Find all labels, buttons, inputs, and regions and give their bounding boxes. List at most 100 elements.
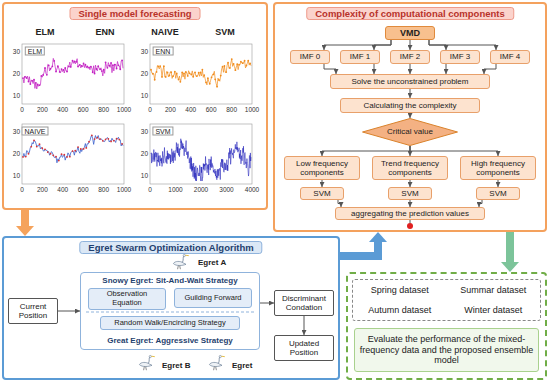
data-point: [178, 79, 180, 81]
axis-tick: 3000: [219, 187, 233, 194]
egret-body: [209, 362, 222, 366]
data-point: [99, 138, 101, 140]
axis-tick: 0: [20, 187, 24, 194]
data-point: [183, 73, 185, 75]
axis-tick: 4000: [245, 187, 259, 194]
axis-tick: 400: [57, 187, 68, 194]
data-point: [118, 139, 120, 141]
connector: [324, 64, 336, 74]
connector: [484, 64, 496, 74]
data-point: [240, 61, 242, 63]
data-point: [116, 68, 118, 70]
flow-arrow: [21, 210, 29, 226]
component-box: IMF 2: [390, 50, 430, 64]
egret-label: Egret: [232, 362, 252, 370]
data-point: [33, 79, 35, 81]
decision-diamond: Critical value: [362, 118, 458, 146]
data-point: [218, 79, 220, 81]
axis-tick: 30: [13, 49, 20, 56]
model-box: SVM: [476, 187, 520, 200]
strategy-box: Observation Equation: [88, 288, 166, 310]
data-point: [170, 71, 172, 73]
panel: Complexity of computational componentsVM…: [273, 2, 547, 232]
output-stub: [410, 220, 411, 224]
data-point: [85, 147, 87, 149]
connector: [498, 180, 499, 187]
data-point: [44, 67, 46, 69]
data-point: [216, 86, 218, 88]
axis-tick: 800: [226, 107, 237, 114]
data-point: [244, 60, 246, 62]
plot-title: NAIVE: [21, 127, 48, 136]
panel-text: Single model forecasting: [70, 7, 201, 20]
node-text: Discriminant Condation: [277, 294, 331, 312]
data-point: [33, 139, 35, 141]
data-point: [168, 75, 170, 77]
panel-text: Egret Swarm Optimization Algorithm: [79, 241, 262, 254]
process-box: Calculating the complexity: [340, 98, 480, 113]
egret-label: Egret B: [162, 362, 190, 370]
data-point: [26, 77, 28, 79]
diamond-shape: [363, 119, 458, 146]
data-point: [88, 67, 90, 69]
data-point: [107, 138, 109, 140]
data-point: [81, 65, 83, 67]
data-point: [207, 77, 209, 79]
data-point: [157, 66, 159, 68]
data-point: [22, 77, 24, 79]
data-point: [57, 65, 59, 67]
axis-tick: 1000: [117, 107, 131, 114]
node-text: Low frequency components: [287, 159, 357, 177]
egret-neck: [149, 357, 150, 363]
node-text: IMF 0: [300, 52, 320, 61]
data-point: [61, 68, 63, 70]
data-point: [116, 138, 118, 140]
data-point: [235, 69, 237, 71]
data-point: [42, 74, 44, 76]
model-name: NAIVE: [151, 28, 179, 37]
connector: [338, 200, 341, 207]
data-point: [229, 67, 231, 69]
node-text: Guilding Forward: [184, 294, 241, 303]
data-point: [212, 73, 214, 75]
plot-title: ENN: [153, 47, 174, 56]
forecast-line: [23, 58, 123, 89]
data-point: [165, 76, 167, 78]
data-point: [48, 64, 50, 66]
plot-title: SVM: [152, 127, 173, 136]
data-point: [201, 69, 203, 71]
data-point: [28, 153, 30, 155]
process-box: VMD: [385, 26, 435, 40]
output-dot: [407, 223, 413, 229]
data-point: [181, 72, 183, 74]
data-point: [94, 138, 96, 140]
data-point: [36, 146, 38, 148]
state-box: Updated Position: [274, 335, 334, 361]
data-point: [220, 75, 222, 77]
axis-tick: 200: [37, 187, 48, 194]
plot-title: ELM: [25, 47, 45, 56]
node-text: IMF 2: [400, 52, 420, 61]
data-point: [66, 71, 68, 73]
forecast-points: [22, 60, 123, 87]
data-point: [80, 148, 82, 150]
node-text: Updated Position: [277, 339, 331, 357]
component-box: IMF 0: [290, 50, 330, 64]
data-point: [203, 74, 205, 76]
data-point: [102, 140, 104, 142]
data-point: [58, 160, 60, 162]
data-point: [64, 67, 66, 69]
data-point: [94, 73, 96, 75]
data-point: [72, 60, 74, 62]
data-point: [236, 63, 238, 65]
forecast-line: [151, 139, 251, 181]
node-text: VMD: [400, 28, 420, 38]
connector: [410, 180, 411, 187]
component-box: IMF 1: [340, 50, 380, 64]
data-point: [55, 156, 57, 158]
data-point: [118, 64, 120, 66]
data-point: [108, 65, 110, 67]
data-point: [40, 75, 42, 77]
egret-legs: [178, 266, 181, 270]
data-point: [101, 70, 103, 72]
